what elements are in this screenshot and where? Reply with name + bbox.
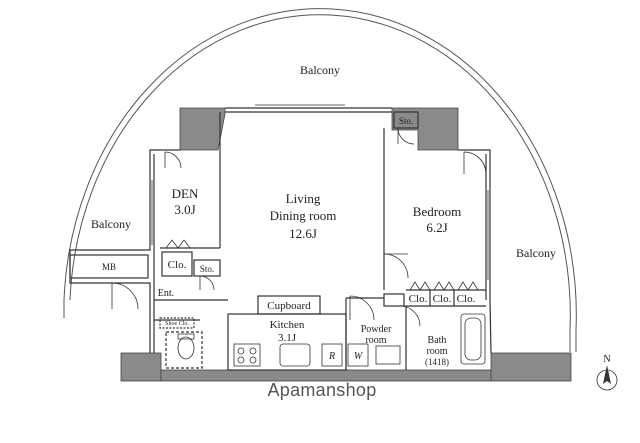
bedroom-closet-3-label: Clo. <box>457 293 476 305</box>
interior-walls <box>69 107 492 371</box>
shoe-closet-label: Shoe Clo. <box>165 321 189 327</box>
living-label-1: Living <box>286 191 321 206</box>
kitchen-label: Kitchen <box>270 319 305 331</box>
kitchen-fixtures <box>233 343 343 367</box>
bath-fixtures <box>177 313 486 367</box>
balcony-arc <box>63 8 577 352</box>
living-size: 12.6J <box>289 226 317 241</box>
sink-icon <box>279 343 311 367</box>
door-swings <box>111 127 487 327</box>
entrance-label: Ent. <box>158 288 174 299</box>
bath-label-2: room <box>426 346 447 357</box>
bedroom-storage-label: Sto. <box>399 116 413 126</box>
bedroom-closet-1-label: Clo. <box>409 293 428 305</box>
stove-icon <box>233 343 261 367</box>
washer-label: W <box>354 351 364 362</box>
powder-label-2: room <box>365 335 386 346</box>
kitchen-size: 3.1J <box>278 332 297 344</box>
bath-label-1: Bath <box>428 335 447 346</box>
washer-icon <box>347 343 369 367</box>
bedroom-label: Bedroom <box>413 204 461 219</box>
cupboard-label: Cupboard <box>267 300 311 312</box>
toilet-icon <box>177 336 195 360</box>
balcony-left-label: Balcony <box>91 217 131 231</box>
bedroom-closet-2-label: Clo. <box>433 293 452 305</box>
den-closet-label: Clo. <box>168 259 187 271</box>
den-label: DEN <box>172 186 199 201</box>
den-storage-label: Sto. <box>200 264 214 274</box>
windows <box>151 104 489 280</box>
watermark: Apamanshop <box>267 380 377 400</box>
balcony-right-label: Balcony <box>516 246 556 260</box>
balcony-top-label: Balcony <box>300 63 340 77</box>
bedroom-size: 6.2J <box>426 220 447 235</box>
refrigerator-label: R <box>328 351 335 362</box>
den-size: 3.0J <box>174 202 195 217</box>
living-label-2: Dining room <box>270 208 337 223</box>
north-label: N <box>603 354 610 365</box>
washbasin-icon <box>375 345 401 365</box>
north-compass-icon <box>596 365 618 391</box>
bath-size: (1418) <box>425 357 449 367</box>
powder-label-1: Powder <box>361 324 392 335</box>
exterior-walls <box>120 107 572 382</box>
mb-label: MB <box>102 262 116 272</box>
bathtub-icon <box>460 313 486 365</box>
